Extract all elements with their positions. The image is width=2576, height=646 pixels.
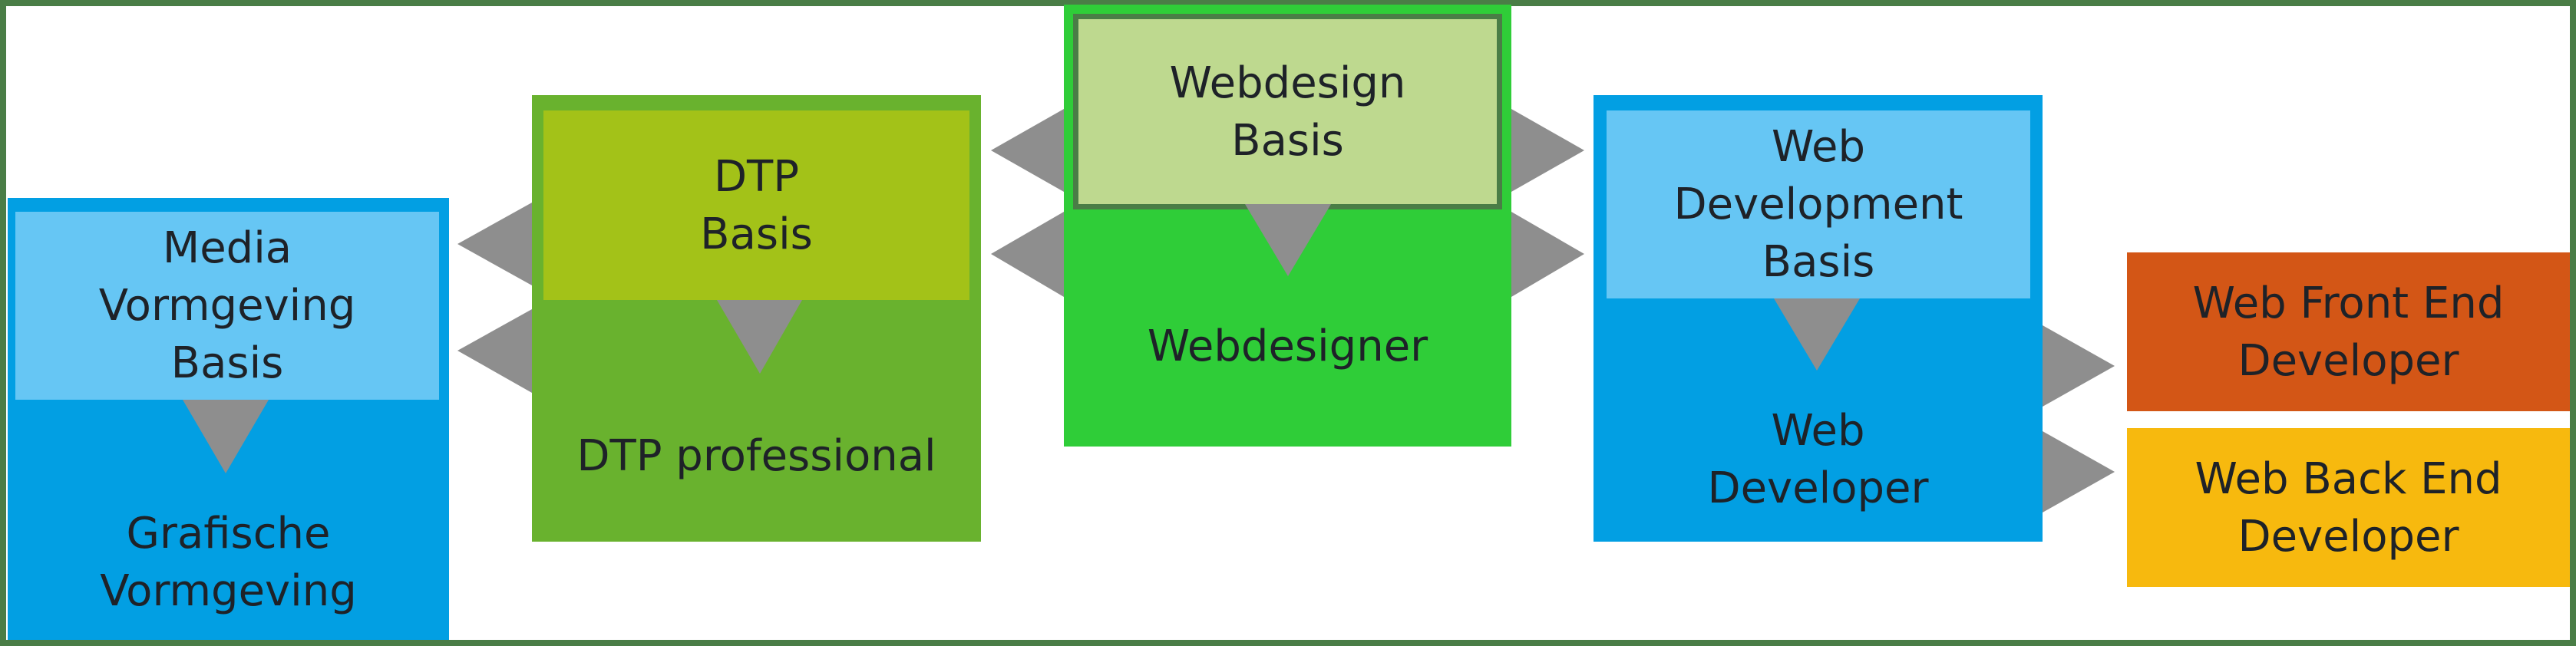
media-vormgeving-basis-label: Media Vormgeving Basis — [98, 223, 356, 388]
media-vormgeving-basis-box: Media Vormgeving Basis — [15, 212, 439, 400]
dtp-basis-box: DTP Basis — [543, 110, 969, 300]
web-back-end-developer-box: Web Back End Developer — [2127, 428, 2570, 587]
dtp-basis-label: DTP Basis — [700, 151, 813, 259]
grafische-vormgeving-label: Grafische Vormgeving — [100, 509, 357, 616]
web-front-end-developer-box: Web Front End Developer — [2127, 252, 2570, 411]
web-developer-label: Web Developer — [1707, 406, 1929, 513]
web-development-basis-box: Web Development Basis — [1607, 110, 2030, 298]
web-development-basis-label: Web Development Basis — [1673, 122, 1963, 287]
dtp-to-media-arrow-bottom — [457, 309, 532, 393]
webdesign-basis-box: Webdesign Basis — [1073, 14, 1502, 209]
dtp-professional-label: DTP professional — [576, 430, 936, 481]
webdesigner-label: Webdesigner — [1147, 321, 1428, 371]
webdesign-to-dtp-arrow-bottom — [991, 212, 1064, 297]
dtp-down-arrow — [717, 300, 802, 374]
webdesign-down-arrow — [1245, 204, 1331, 276]
web-front-end-developer-label: Web Front End Developer — [2192, 278, 2505, 386]
web-development-down-arrow — [1774, 298, 1860, 371]
webdev-to-back-end-arrow — [2043, 431, 2115, 513]
media-vormgeving-block: Media Vormgeving Basis Grafische Vormgev… — [8, 198, 449, 640]
webdesign-to-dtp-arrow-top — [991, 109, 1064, 192]
webdesign-basis-label: Webdesign Basis — [1169, 58, 1406, 166]
webdev-to-front-end-arrow — [2043, 325, 2115, 407]
web-back-end-developer-label: Web Back End Developer — [2195, 453, 2502, 562]
webdesign-to-webdev-arrow-bottom — [1511, 212, 1584, 297]
webdesign-to-webdev-arrow-top — [1511, 109, 1584, 192]
media-down-arrow — [183, 400, 269, 473]
dtp-to-media-arrow-top — [457, 203, 532, 285]
